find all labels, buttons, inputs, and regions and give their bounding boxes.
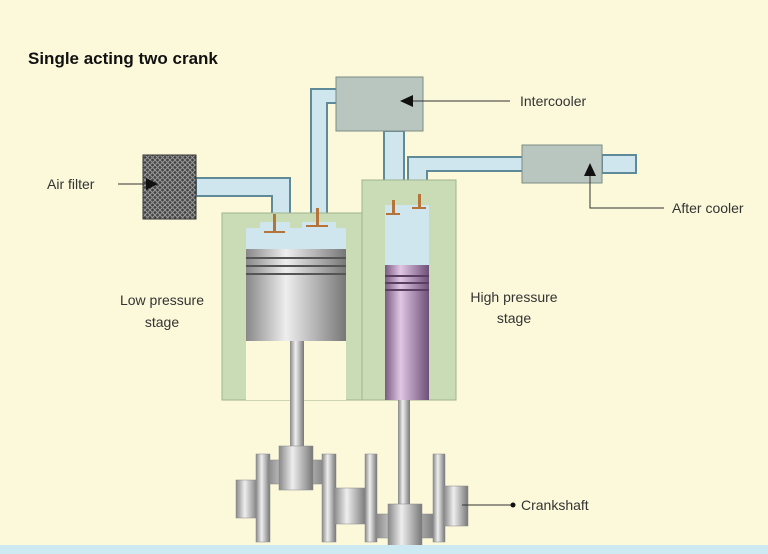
low-pressure-cylinder xyxy=(221,208,363,455)
svg-text:After cooler: After cooler xyxy=(672,200,744,216)
diagram-title: Single acting two crank xyxy=(28,49,218,68)
after-cooler xyxy=(521,144,603,184)
air-filter-label: Air filter xyxy=(47,176,158,192)
high-pressure-cylinder xyxy=(361,179,457,512)
svg-text:stage: stage xyxy=(497,310,531,326)
hp-piston xyxy=(385,265,429,400)
svg-text:Air filter: Air filter xyxy=(47,176,95,192)
lp-valves xyxy=(264,208,328,233)
high-pressure-label: High pressure stage xyxy=(470,289,557,326)
hp-valves xyxy=(386,194,426,215)
lp-piston xyxy=(246,249,346,341)
lp-connecting-rod xyxy=(290,341,304,455)
crankshaft-label: Crankshaft xyxy=(462,497,589,513)
crankshaft xyxy=(235,445,469,549)
intercooler-label: Intercooler xyxy=(400,93,586,109)
after-cooler-label: After cooler xyxy=(584,163,744,216)
svg-text:High pressure: High pressure xyxy=(470,289,557,305)
bottom-strip xyxy=(0,545,768,554)
svg-text:Low pressure: Low pressure xyxy=(120,292,204,308)
svg-text:Crankshaft: Crankshaft xyxy=(521,497,589,513)
lp-outlet-pipe xyxy=(310,88,338,229)
hp-connecting-rod xyxy=(398,400,410,512)
low-pressure-label: Low pressure stage xyxy=(120,292,204,330)
svg-text:stage: stage xyxy=(145,314,179,330)
svg-text:Intercooler: Intercooler xyxy=(520,93,586,109)
